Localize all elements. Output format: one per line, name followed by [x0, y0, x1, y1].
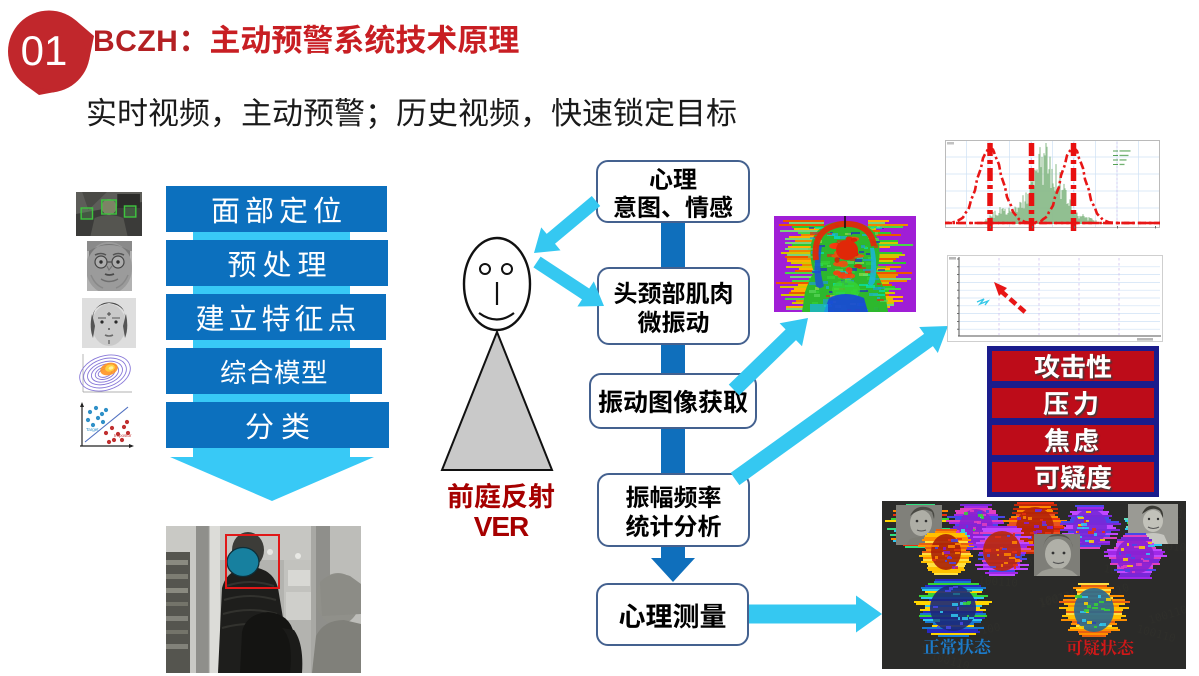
svg-text:Target: Target	[86, 427, 99, 433]
svg-text:100110: 100110	[978, 574, 1019, 590]
svg-text:100110: 100110	[920, 644, 960, 657]
svg-text:正常状态: 正常状态	[923, 633, 993, 658]
svg-text:01: 01	[21, 27, 68, 74]
svg-text:可疑状态: 可疑状态	[1066, 634, 1136, 659]
svg-text:Impostor: Impostor	[114, 433, 132, 439]
